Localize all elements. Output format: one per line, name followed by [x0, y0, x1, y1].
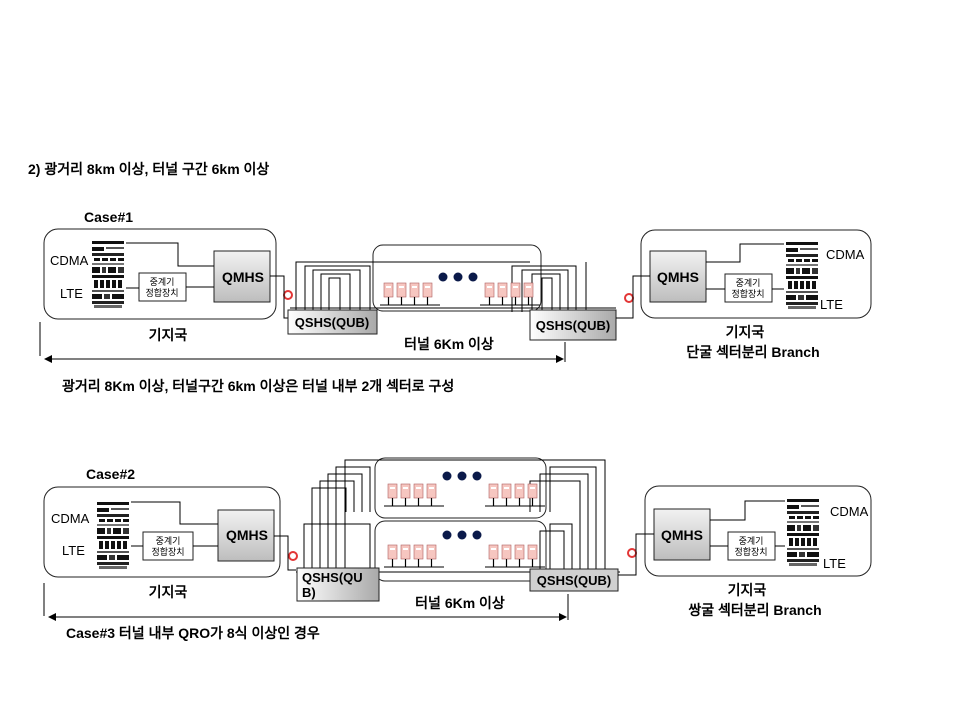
case1-caption: 광거리 8Km 이상, 터널구간 6km 이상은 터널 내부 2개 섹터로 구성	[62, 378, 454, 394]
case2-left-repeater-l2: 정합장치	[151, 546, 184, 557]
case1-right-repeater-l1: 중계기	[736, 277, 761, 288]
case1-left-name: 기지국	[149, 327, 188, 343]
case2-tunnel-label: 터널 6Km 이상	[415, 595, 505, 611]
case2-left-qmhs: QMHS	[226, 527, 268, 543]
case1-group: Case#1 CDMA LTE 중계기 정합장치 QMHS 기지국	[39, 209, 872, 394]
connector-ring-icon	[627, 548, 637, 558]
case2-left-shs-box	[296, 567, 380, 602]
case1-right-name: 기지국	[726, 324, 765, 340]
case2-left-qmhs-box	[217, 509, 275, 562]
case1-right-shs-box	[529, 309, 617, 341]
case2-left-repeater-l1: 중계기	[156, 535, 181, 546]
case2-qro-upper-right	[485, 483, 545, 507]
case1-left-shs: QSHS(QUB)	[295, 315, 369, 330]
case2-right-name: 기지국	[728, 582, 767, 598]
equipment-rack-icon	[90, 239, 126, 309]
case1-right-repeater-box	[724, 273, 773, 303]
case2-right-lte: LTE	[823, 556, 846, 571]
case1-right-shs: QSHS(QUB)	[536, 318, 610, 333]
case1-right-repeater-l2: 정합장치	[731, 288, 764, 299]
case1-qro-group-right	[480, 282, 540, 306]
case2-qro-lower-left	[384, 544, 444, 568]
case2-left-shs-l1: QSHS(QU	[302, 570, 363, 585]
section-title: 2) 광거리 8km 이상, 터널 구간 6km 이상	[28, 161, 269, 177]
case2-qro-upper-left	[384, 483, 444, 507]
case1-right-station: CDMA LTE QMHS 중계기 정합장치	[640, 229, 872, 319]
case2-tunnel-upper	[374, 457, 547, 519]
connector-ring-icon	[283, 290, 293, 300]
case2-left-station: CDMA LTE 중계기 정합장치 QMHS	[43, 486, 281, 578]
ellipsis-icon	[438, 272, 478, 282]
case2-right-branch: 쌍굴 섹터분리 Branch	[688, 602, 821, 618]
case1-right-qmhs: QMHS	[657, 269, 699, 285]
ellipsis-icon	[442, 530, 482, 540]
case2-left-shs-l2: B)	[302, 585, 316, 600]
case1-left-station: CDMA LTE 중계기 정합장치 QMHS	[43, 228, 277, 320]
case2-right-station: CDMA LTE QMHS 중계기 정합장치	[644, 485, 872, 577]
case1-qro-group-left	[380, 282, 440, 306]
equipment-rack-icon	[95, 500, 131, 570]
case1-label: Case#1	[84, 209, 133, 225]
case1-right-branch: 단굴 섹터분리 Branch	[686, 344, 819, 360]
case2-left-name: 기지국	[149, 584, 188, 600]
connector-ring-icon	[624, 293, 634, 303]
case1-left-qmhs-box	[213, 250, 271, 303]
ellipsis-icon	[442, 471, 482, 481]
equipment-rack-icon	[784, 240, 820, 310]
case1-left-lte: LTE	[60, 286, 83, 301]
case1-left-shs-box	[287, 309, 378, 335]
case2-right-shs: QSHS(QUB)	[537, 573, 611, 588]
case1-tunnel-label: 터널 6Km 이상	[404, 336, 494, 352]
case2-right-repeater-l2: 정합장치	[734, 546, 767, 557]
case2-left-lte: LTE	[62, 543, 85, 558]
case1-right-lte: LTE	[820, 297, 843, 312]
case1-left-cdma: CDMA	[50, 253, 89, 268]
case2-group: Case#2 CDMA LTE 중계기 정합장치 QMHS 기지국	[43, 457, 872, 641]
case1-left-qmhs: QMHS	[222, 269, 264, 285]
case1-left-repeater-l1: 중계기	[150, 276, 175, 287]
case2-qro-lower-right	[485, 544, 545, 568]
case2-caption: Case#3 터널 내부 QRO가 8식 이상인 경우	[66, 625, 320, 641]
equipment-rack-icon	[785, 497, 821, 567]
connector-ring-icon	[288, 551, 298, 561]
case1-right-cdma: CDMA	[826, 247, 865, 262]
case2-tunnel-lower	[374, 520, 547, 582]
case2-left-repeater-box	[142, 531, 194, 561]
case1-right-qmhs-box	[649, 250, 707, 303]
case2-right-qmhs-box	[653, 508, 711, 561]
case2-right-repeater-l1: 중계기	[739, 535, 764, 546]
case1-left-repeater-box	[138, 272, 187, 302]
case2-left-cdma: CDMA	[51, 511, 90, 526]
case2-right-cdma: CDMA	[830, 504, 869, 519]
case2-right-shs-box	[529, 568, 619, 592]
case2-right-qmhs: QMHS	[661, 527, 703, 543]
case2-label: Case#2	[86, 466, 135, 482]
case1-left-repeater-l2: 정합장치	[145, 287, 178, 298]
